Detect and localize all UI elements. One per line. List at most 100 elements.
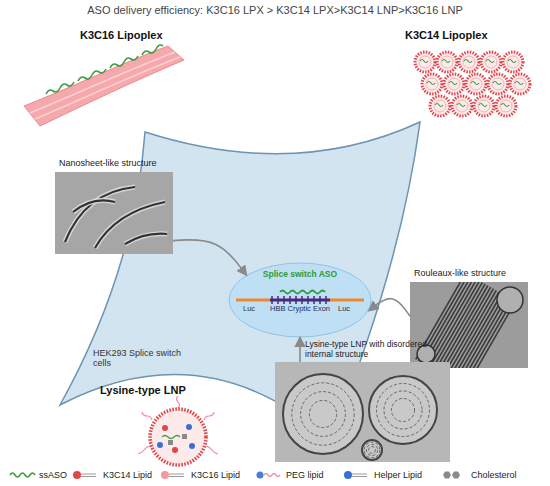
nanosheet-illustration xyxy=(35,57,180,119)
micrograph-panel xyxy=(366,444,377,455)
lnp-illustration xyxy=(204,412,214,420)
micrograph-panel xyxy=(301,392,346,437)
lnp-illustration xyxy=(150,409,206,465)
micrograph-panel xyxy=(369,376,437,444)
nanosheet-illustration xyxy=(30,52,175,113)
panel-heading: K3C14 Lipoplex xyxy=(405,29,488,41)
micrograph-panel xyxy=(283,374,363,454)
lnp-illustration xyxy=(162,436,180,439)
panel-heading: Lysine-type LNP xyxy=(100,384,186,396)
legend-sample xyxy=(160,469,188,481)
micrograph-panel xyxy=(73,200,115,212)
legend-item: K3C16 Lipid xyxy=(160,469,240,481)
micrograph-panel xyxy=(391,398,414,421)
legend-sample xyxy=(8,469,36,481)
micrograph-panel xyxy=(362,440,382,460)
rouleaux-illustration xyxy=(415,52,530,116)
arrow-connector xyxy=(299,338,301,362)
lnp-illustration xyxy=(138,446,150,454)
gene-label: Luc xyxy=(243,304,255,313)
legend-item: ssASO xyxy=(8,469,67,481)
lnp-illustration xyxy=(138,396,218,465)
panel-heading: K3C16 Lipoplex xyxy=(80,29,163,41)
lnp-illustration xyxy=(162,425,168,431)
micrograph-panel xyxy=(384,391,422,429)
micrograph-panel xyxy=(309,400,336,427)
reporter-gene xyxy=(236,291,364,305)
rouleaux-illustration xyxy=(466,74,486,94)
gene-label: Luc xyxy=(338,304,350,313)
nanosheet-illustration xyxy=(78,69,106,81)
micrograph-panel xyxy=(434,283,485,368)
micrograph-panel xyxy=(292,383,354,445)
legend-item: Helper Lipid xyxy=(343,469,422,481)
micrograph-panel xyxy=(55,172,173,254)
node-text: HEK293 Splice switch cells xyxy=(93,348,183,369)
nucleus-ellipse: Splice switch ASO xyxy=(228,262,372,338)
rouleaux-illustration xyxy=(510,74,530,94)
micrograph-panel: Nanosheet-like structure xyxy=(55,172,173,254)
legend-sample xyxy=(264,474,280,477)
lnp-illustration xyxy=(206,446,218,454)
micrograph-panel xyxy=(376,383,429,436)
legend-sample xyxy=(10,473,35,477)
legend-sample xyxy=(73,471,81,479)
legend-text: K3C14 Lipid xyxy=(103,470,152,480)
reporter-gene xyxy=(270,299,330,302)
reporter-gene xyxy=(272,296,326,304)
node-text: Splice switch ASO xyxy=(228,270,372,280)
legend-sample xyxy=(343,469,371,481)
rouleaux-illustration xyxy=(444,74,464,94)
rouleaux-illustration xyxy=(430,96,450,116)
lnp-illustration xyxy=(172,447,178,453)
legend-text: ssASO xyxy=(39,470,67,480)
legend-sample xyxy=(344,471,352,479)
legend-sample xyxy=(443,472,451,479)
lnp-illustration xyxy=(186,424,192,430)
micrograph-panel xyxy=(55,172,173,254)
nanosheet-illustration xyxy=(142,45,163,55)
rouleaux-illustration xyxy=(488,74,508,94)
micrograph-panel xyxy=(410,282,528,368)
reporter-gene xyxy=(330,299,364,302)
legend: ssASO K3C14 Lipid K3C16 Lipid PEG lipid Help… xyxy=(0,469,550,485)
legend-text: Helper Lipid xyxy=(374,470,422,480)
micrograph-panel xyxy=(125,234,167,244)
micrograph-panel xyxy=(364,442,380,458)
nanosheet-illustration xyxy=(24,46,184,126)
rouleaux-illustration xyxy=(474,96,494,116)
reporter-gene xyxy=(236,299,270,302)
lnp-illustration xyxy=(177,396,180,408)
micrograph-panel: Lysine-type LNP with disordered internal… xyxy=(275,362,450,462)
legend-sample xyxy=(452,472,460,479)
legend-text: K3C16 Lipid xyxy=(191,470,240,480)
rouleaux-illustration xyxy=(437,52,457,72)
micrograph-panel xyxy=(497,287,523,313)
legend-sample xyxy=(72,469,100,481)
legend-item: Cholesterol xyxy=(440,469,517,481)
lnp-illustration xyxy=(168,440,173,445)
rouleaux-illustration xyxy=(481,52,501,72)
micrograph-panel xyxy=(275,362,450,462)
legend-sample xyxy=(161,471,169,479)
legend-item: K3C14 Lipid xyxy=(72,469,152,481)
node-text: Nanosheet-like structure xyxy=(59,158,199,168)
legend-sample xyxy=(255,469,283,481)
node-text: Lysine-type LNP with disordered internal… xyxy=(305,339,450,359)
nanosheet-illustration xyxy=(46,82,74,94)
legend-text: PEG lipid xyxy=(286,470,324,480)
reporter-gene xyxy=(280,291,325,294)
rouleaux-illustration xyxy=(422,74,442,94)
legend-sample xyxy=(81,474,96,477)
rouleaux-illustration xyxy=(415,52,435,72)
rouleaux-illustration xyxy=(459,52,479,72)
nanosheet-illustration xyxy=(24,45,184,126)
legend-sample xyxy=(257,472,264,479)
figure-title: ASO delivery efficiency: K3C16 LPX > K3C… xyxy=(0,4,550,16)
node-text: Rouleaux-like structure xyxy=(414,268,550,278)
legend-sample xyxy=(169,474,184,477)
lnp-illustration xyxy=(182,434,187,439)
rouleaux-illustration xyxy=(452,96,472,116)
